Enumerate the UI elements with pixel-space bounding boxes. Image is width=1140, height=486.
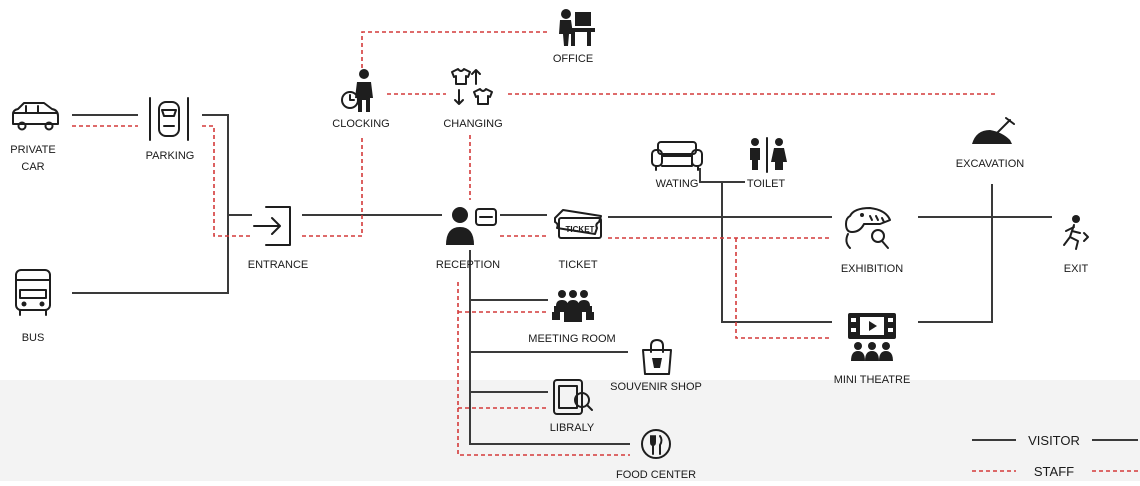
reception-label: RECEPTION	[436, 259, 500, 271]
car-icon	[12, 102, 59, 131]
office-label: OFFICE	[553, 53, 593, 65]
shovel-icon	[972, 117, 1015, 144]
background-band	[0, 380, 1140, 481]
changing-icon	[451, 68, 493, 105]
toilet-icon	[750, 137, 787, 173]
shopping-bag-icon	[642, 339, 672, 375]
legend-visitor-label: VISITOR	[1028, 433, 1080, 448]
entrance-icon	[253, 206, 291, 246]
parking-icon	[149, 97, 189, 141]
clocking-label: CLOCKING	[332, 118, 389, 130]
private-car-label-line1: PRIVATE	[10, 144, 55, 156]
office-icon	[559, 9, 595, 46]
theatre-icon	[848, 313, 896, 361]
meeting-room-label: MEETING ROOM	[528, 333, 615, 345]
changing-label: CHANGING	[443, 118, 502, 130]
private-car-label-line2: CAR	[21, 161, 44, 173]
clocking-icon	[341, 69, 373, 112]
legend: VISITOR STAFF	[972, 433, 1138, 479]
mini-theatre-label: MINI THEATRE	[834, 374, 911, 386]
dinosaur-icon	[845, 207, 891, 249]
toilet-label: TOILET	[747, 178, 786, 190]
staff-paths	[72, 31, 995, 456]
excavation-label: EXCAVATION	[956, 158, 1025, 170]
library-icon	[553, 379, 593, 415]
parking-label: PARKING	[146, 150, 195, 162]
food-center-label: FOOD CENTER	[616, 469, 696, 481]
ticket-sign-text: TICKET	[566, 225, 595, 234]
visitor-paths	[72, 114, 1052, 445]
meeting-room-icon	[552, 290, 594, 322]
souvenir-shop-label: SOUVENIR SHOP	[610, 381, 702, 393]
exit-label: EXIT	[1064, 263, 1089, 275]
waiting-label: WATING	[656, 178, 699, 190]
node-labels: PRIVATE CAR BUS PARKING ENTRANCE CLOCKIN…	[10, 53, 1088, 481]
entrance-label: ENTRANCE	[248, 259, 309, 271]
legend-staff-label: STAFF	[1034, 464, 1074, 479]
ticket-label: TICKET	[558, 259, 597, 271]
exhibition-label: EXHIBITION	[841, 263, 903, 275]
bus-label: BUS	[22, 332, 45, 344]
sofa-icon	[651, 141, 703, 171]
ticket-icon: TICKET	[554, 209, 602, 239]
exit-runner-icon	[1063, 215, 1089, 250]
reception-icon	[446, 207, 497, 245]
bus-icon	[15, 269, 51, 316]
library-label: LIBRALY	[550, 422, 595, 434]
food-icon	[641, 429, 671, 459]
